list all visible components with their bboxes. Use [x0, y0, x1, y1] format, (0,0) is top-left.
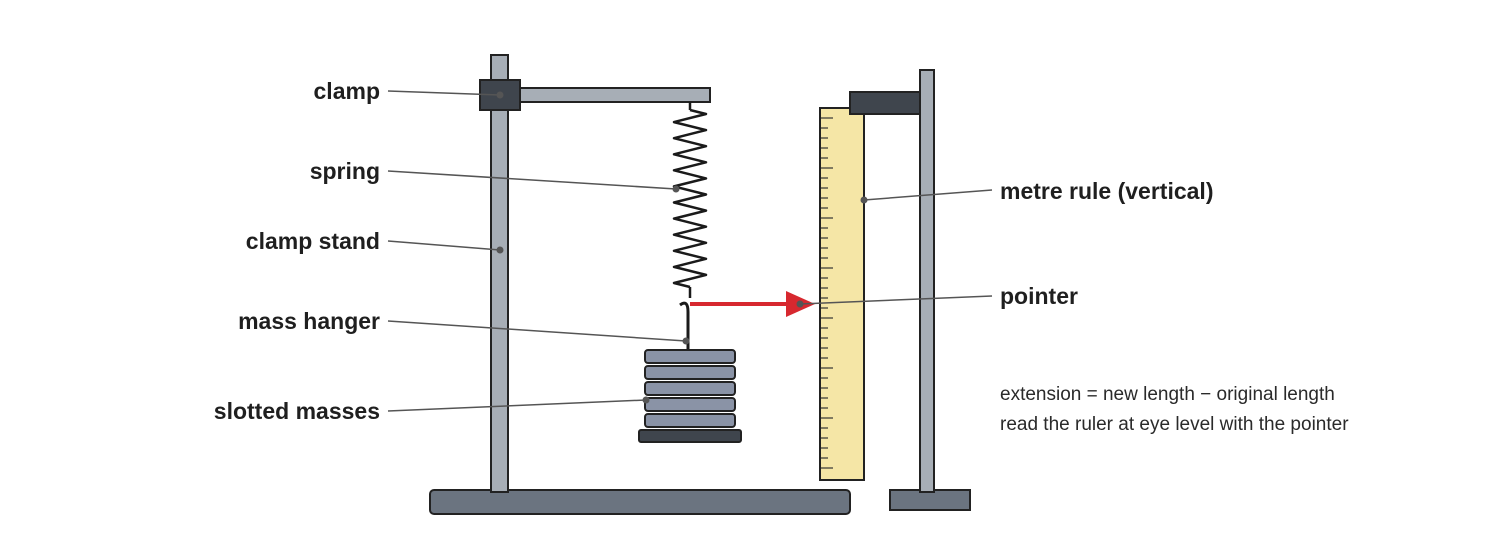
ruler-stand-assembly: [819, 69, 971, 511]
leader-dot-clamp-stand: [496, 246, 504, 254]
slotted-mass: [644, 349, 736, 364]
leader-spring: [387, 170, 677, 190]
mass-hanger: [679, 301, 690, 350]
component-labels: clamp spring clamp stand mass hanger slo…: [214, 78, 1214, 424]
spring-coil: [672, 108, 708, 289]
note-extension-formula: extension = new length − original length: [1000, 384, 1335, 405]
leader-pointer: [799, 295, 993, 305]
leader-dot-pointer: [796, 300, 804, 308]
leader-lines: [387, 90, 993, 412]
spring-assembly: [672, 102, 708, 298]
slotted-mass: [644, 397, 736, 412]
leader-mass-hanger: [387, 320, 687, 342]
leader-clamp: [387, 90, 501, 96]
leader-metre-rule: [863, 189, 993, 201]
left-stand-base: [429, 489, 851, 515]
label-mass-hanger: mass hanger: [238, 308, 380, 334]
ruler-clamp-block: [849, 91, 921, 115]
slotted-masses-stack: [644, 349, 736, 428]
label-clamp-stand: clamp stand: [246, 228, 380, 254]
leader-dot-slotted-masses: [642, 396, 650, 404]
pointer: [690, 291, 815, 317]
leader-slotted-masses: [387, 399, 647, 412]
slotted-mass: [644, 365, 736, 380]
slotted-mass: [644, 381, 736, 396]
label-metre-rule: metre rule (vertical): [1000, 178, 1213, 204]
leader-dot-mass-hanger: [682, 337, 690, 345]
clamp-stand-rod: [490, 54, 509, 493]
note-eye-level: read the ruler at eye level with the poi…: [1000, 414, 1349, 435]
mass-hanger-base: [638, 429, 742, 443]
leader-dot-spring: [672, 185, 680, 193]
label-clamp: clamp: [314, 78, 380, 104]
notes: extension = new length − original length…: [1000, 384, 1349, 435]
metre-rule: [819, 107, 865, 481]
metre-rule-ticks: [821, 117, 833, 469]
leader-dot-clamp: [496, 91, 504, 99]
clamp-stand-assembly: [429, 54, 851, 515]
slotted-mass: [644, 413, 736, 428]
leader-clamp-stand: [387, 240, 501, 251]
clamp-arm: [517, 87, 711, 103]
label-slotted-masses: slotted masses: [214, 398, 380, 424]
right-stand-rod: [919, 69, 935, 493]
leader-dot-metre-rule: [860, 196, 868, 204]
label-spring: spring: [310, 158, 380, 184]
label-pointer: pointer: [1000, 283, 1078, 309]
